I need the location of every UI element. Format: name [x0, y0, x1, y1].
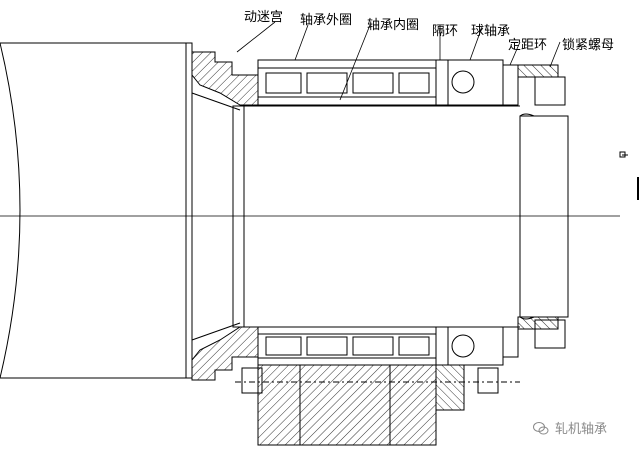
label-ball-bearing: 球轴承	[471, 24, 511, 39]
locating-ring-top	[517, 64, 559, 78]
label-locating-ring: 定距环	[508, 38, 548, 53]
label-lock-nut: 锁紧螺母	[562, 38, 615, 53]
label-inner-ring: 轴承内圈	[367, 18, 420, 33]
labyrinth-bottom	[191, 326, 259, 381]
bottom-bearing	[257, 326, 519, 366]
roll-body	[0, 42, 193, 379]
label-outer-ring: 轴承外圈	[300, 13, 353, 28]
labyrinth-top	[191, 51, 259, 106]
top-bearing	[257, 59, 519, 106]
roll-neck	[232, 105, 245, 328]
label-labyrinth: 动迷宫	[244, 10, 284, 25]
watermark: 轧机轴承	[533, 418, 607, 437]
roll-break-line	[0, 42, 21, 379]
watermark-text: 轧机轴承	[555, 422, 608, 437]
neck-end	[519, 115, 569, 318]
chock-housing	[235, 364, 520, 446]
label-spacer: 隔环	[432, 24, 459, 39]
wechat-icon	[533, 422, 549, 435]
